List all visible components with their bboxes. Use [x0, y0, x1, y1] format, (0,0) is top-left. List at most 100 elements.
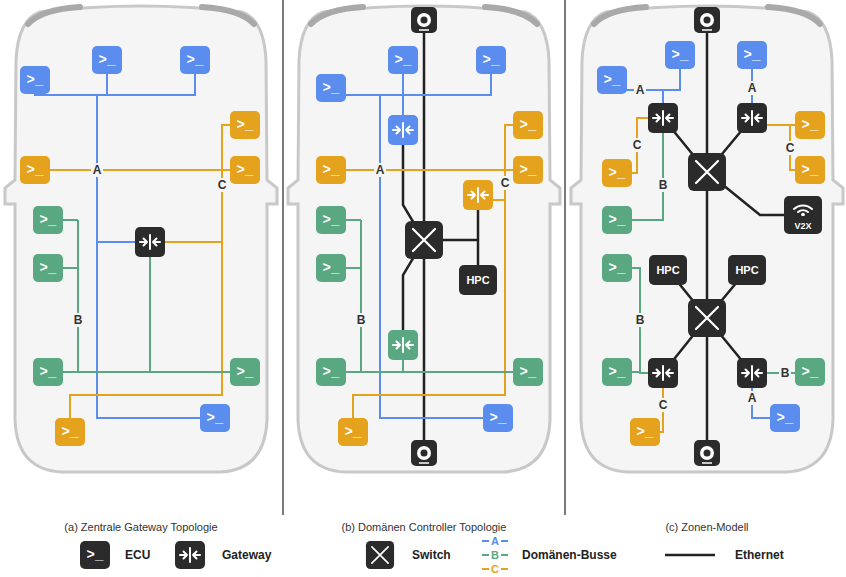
label-text: A [491, 535, 499, 547]
gateway-glyph [140, 235, 160, 249]
camera-symbol [411, 7, 437, 33]
bus-letter: B [657, 178, 670, 192]
node-text: >_ [802, 162, 819, 178]
camera-symbol [411, 440, 437, 466]
ecu-box: >_ [230, 156, 260, 184]
camera-symbol [694, 440, 720, 466]
label-text: >_ [87, 547, 104, 563]
panel-caption: (a) Zentrale Gateway Topologie [64, 521, 217, 534]
ecu-box: >_ [316, 74, 346, 102]
legend-text: Domänen-Busse [522, 548, 617, 562]
gateway-glyph [393, 123, 413, 137]
node-text: >_ [27, 162, 44, 178]
bus-letter: A [91, 163, 104, 177]
gateway-symbol [648, 103, 678, 133]
node-text: >_ [62, 424, 79, 440]
ecu-box: >_ [20, 66, 50, 94]
bus-b-wire [48, 220, 245, 372]
node-text: >_ [609, 260, 626, 276]
ecu-box: >_ [795, 111, 825, 139]
gateway-glyph [653, 111, 673, 125]
node-text: >_ [323, 162, 340, 178]
bus-c-wire [617, 118, 810, 432]
hpc-box: HPC [649, 255, 687, 285]
ecu-box: >_ [20, 156, 50, 184]
car-outline [571, 6, 843, 472]
ecu-box: >_ [230, 358, 260, 386]
ecu-box: >_ [92, 46, 122, 74]
node-text: >_ [27, 72, 44, 88]
wifi-arcs [794, 205, 812, 212]
ecu-box: >_ [513, 156, 543, 184]
bus-letter: C [499, 176, 512, 190]
bus-c-wire [331, 125, 528, 432]
label-text: A [748, 81, 757, 95]
bus-letter: B [779, 366, 792, 380]
node-text: >_ [609, 212, 626, 228]
gateway-box [175, 541, 205, 569]
ecu-box: >_ [513, 358, 543, 386]
gateway-symbol [648, 358, 678, 388]
gateway-symbol [737, 103, 767, 133]
bus-letter: C [657, 398, 670, 412]
legend-text: Gateway [222, 548, 271, 562]
node-text: >_ [520, 162, 537, 178]
gateway-symbol [388, 330, 418, 360]
bus-letter: A [746, 391, 759, 405]
bus-letter: C [631, 138, 644, 152]
gateway-box [648, 358, 678, 388]
ecu-box: >_ [316, 254, 346, 282]
legend-item: Domänen-Busse [522, 548, 617, 562]
ecu-box: >_ [33, 206, 63, 234]
gateway-box [737, 358, 767, 388]
node-text: >_ [237, 162, 254, 178]
node-text: >_ [637, 424, 654, 440]
label-text: C [501, 176, 510, 190]
node-text: HPC [735, 264, 758, 277]
legend-item: Switch [412, 548, 451, 562]
label-text: B [491, 549, 499, 561]
label-text: A [636, 83, 645, 97]
legend-text: Ethernet [735, 548, 784, 562]
legend-item: ECU [125, 548, 150, 562]
node-text: >_ [609, 364, 626, 380]
node-text: >_ [520, 364, 537, 380]
legend-item: Ethernet [735, 548, 784, 562]
label-text: C [491, 563, 499, 575]
gateway-symbol [737, 358, 767, 388]
gateway-box [388, 330, 418, 360]
ecu-box: >_ [602, 206, 632, 234]
wifi-icon [791, 200, 815, 216]
legend-bus-letter: B [491, 549, 499, 561]
node-text: >_ [744, 47, 761, 63]
label-text: B [781, 366, 790, 380]
ecu-box: >_ [770, 404, 800, 432]
ethernet-wire [403, 20, 478, 453]
bus-letter: A [374, 163, 387, 177]
label-text: (c) Zonen-Modell [665, 521, 748, 533]
ecu-box: >_ [316, 206, 346, 234]
bus-a-wire [331, 60, 498, 418]
node-text: >_ [520, 117, 537, 133]
legend-ecu-icon [80, 541, 110, 569]
switch-symbol [688, 153, 726, 191]
node-text: >_ [609, 165, 626, 181]
bus-a-wire [612, 55, 785, 418]
node-text: >_ [237, 364, 254, 380]
ecu-box: >_ [483, 404, 513, 432]
bus-b-wire [331, 220, 528, 372]
legend-gateway-icon [175, 541, 205, 569]
legend-bus-letter: C [491, 563, 499, 575]
ecu-box: >_ [476, 46, 506, 74]
panel-caption: (b) Domänen Controller Topologie [342, 521, 507, 534]
gateway-glyph [180, 548, 200, 562]
node-text: >_ [99, 52, 116, 68]
gateway-glyph [393, 338, 413, 352]
ecu-box: >_ [513, 111, 543, 139]
car-outline [288, 6, 560, 472]
legend-text: Switch [412, 548, 451, 562]
label-text: C [633, 138, 642, 152]
ecu-box: >_ [597, 66, 627, 94]
bus-letter: C [784, 141, 797, 155]
wifi-dot [801, 213, 805, 216]
